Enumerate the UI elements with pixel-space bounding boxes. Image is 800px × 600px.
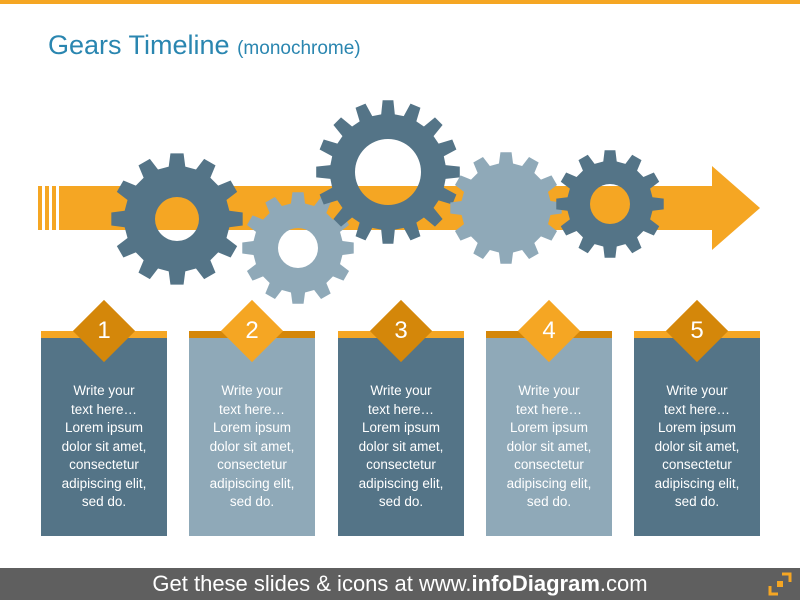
- step-number: 1: [97, 317, 111, 344]
- title-main: Gears Timeline: [48, 30, 230, 60]
- footer-banner[interactable]: Get these slides & icons at www.infoDiag…: [0, 568, 800, 600]
- step-text-line: text here…: [515, 401, 583, 417]
- step-text-line: consectetur: [217, 457, 287, 472]
- step-text-line: sed do.: [378, 494, 424, 509]
- step-card-text: Write your text here… Lorem ipsum dolor sit…: [41, 338, 167, 536]
- right-arrow-icon: [712, 166, 760, 250]
- step-card-5: Write your text here… Lorem ipsum dolor sit…: [634, 299, 760, 536]
- step-text-line: sed do.: [674, 494, 720, 509]
- arrow-tail-stripe: [52, 186, 56, 230]
- footer-brand: infoDiagram: [471, 571, 600, 596]
- gears-group: [111, 100, 664, 304]
- step-text-line: Lorem ipsum: [64, 420, 144, 435]
- step-text-line: adipiscing elit,: [358, 475, 444, 491]
- gear-icon: [111, 153, 243, 285]
- step-card-3: Write your text here… Lorem ipsum dolor sit…: [338, 299, 464, 536]
- step-text-line: dolor sit amet,: [358, 438, 444, 454]
- gears-timeline-diagram: [38, 100, 760, 304]
- step-text-line: Lorem ipsum: [509, 420, 589, 435]
- footer-text: Get these slides & icons at www.: [152, 571, 472, 596]
- step-text-line: Write your: [221, 383, 283, 398]
- step-text-line: consectetur: [514, 457, 584, 472]
- title-subtitle: (monochrome): [237, 38, 361, 59]
- step-card-text: Write your text here… Lorem ipsum dolor sit…: [338, 338, 464, 536]
- step-text-line: adipiscing elit,: [654, 475, 740, 491]
- step-text-line: dolor sit amet,: [209, 438, 295, 454]
- step-text-line: adipiscing elit,: [61, 475, 147, 491]
- step-text-line: text here…: [218, 401, 286, 417]
- step-text-line: Lorem ipsum: [361, 420, 441, 435]
- arrow-tail-stripe: [45, 186, 49, 230]
- step-text-line: text here…: [70, 401, 138, 417]
- step-card-1: Write your text here… Lorem ipsum dolor sit…: [41, 299, 167, 536]
- step-number: 5: [690, 317, 704, 344]
- gear-icon: [316, 100, 460, 244]
- step-card-2: Write your text here… Lorem ipsum dolor sit…: [189, 299, 315, 536]
- step-text-line: dolor sit amet,: [654, 438, 740, 454]
- step-card-text: Write your text here… Lorem ipsum dolor sit…: [486, 338, 612, 536]
- infodiagram-logo-icon: [768, 572, 792, 596]
- step-text-line: consectetur: [662, 457, 732, 472]
- step-text-line: dolor sit amet,: [61, 438, 147, 454]
- gear-icon: [450, 152, 562, 264]
- top-accent-rule: [0, 0, 800, 4]
- step-card-text: Write your text here… Lorem ipsum dolor sit…: [634, 338, 760, 536]
- step-card-text: Write your text here… Lorem ipsum dolor sit…: [189, 338, 315, 536]
- step-text-line: Write your: [666, 383, 728, 398]
- step-text-line: adipiscing elit,: [209, 475, 295, 491]
- step-text-line: text here…: [663, 401, 731, 417]
- step-number: 3: [394, 317, 408, 344]
- arrow-tail-stripe: [38, 186, 42, 230]
- footer-domain: .com: [599, 571, 648, 596]
- step-text-line: consectetur: [366, 457, 436, 472]
- page-title: Gears Timeline (monochrome): [48, 30, 361, 61]
- step-text-line: Lorem ipsum: [657, 420, 737, 435]
- step-number: 2: [245, 317, 259, 344]
- step-text-line: dolor sit amet,: [506, 438, 592, 454]
- step-text-line: sed do.: [526, 494, 572, 509]
- step-number: 4: [542, 317, 556, 344]
- step-text-line: consectetur: [69, 457, 139, 472]
- step-text-line: Lorem ipsum: [212, 420, 292, 435]
- step-text-line: text here…: [367, 401, 435, 417]
- gear-icon: [242, 192, 354, 304]
- step-text-line: Write your: [73, 383, 135, 398]
- gear-icon: [556, 150, 664, 258]
- step-text-line: Write your: [370, 383, 432, 398]
- step-text-line: sed do.: [229, 494, 275, 509]
- step-text-line: adipiscing elit,: [506, 475, 592, 491]
- step-card-4: Write your text here… Lorem ipsum dolor sit…: [486, 299, 612, 536]
- step-text-line: sed do.: [81, 494, 127, 509]
- step-text-line: Write your: [518, 383, 580, 398]
